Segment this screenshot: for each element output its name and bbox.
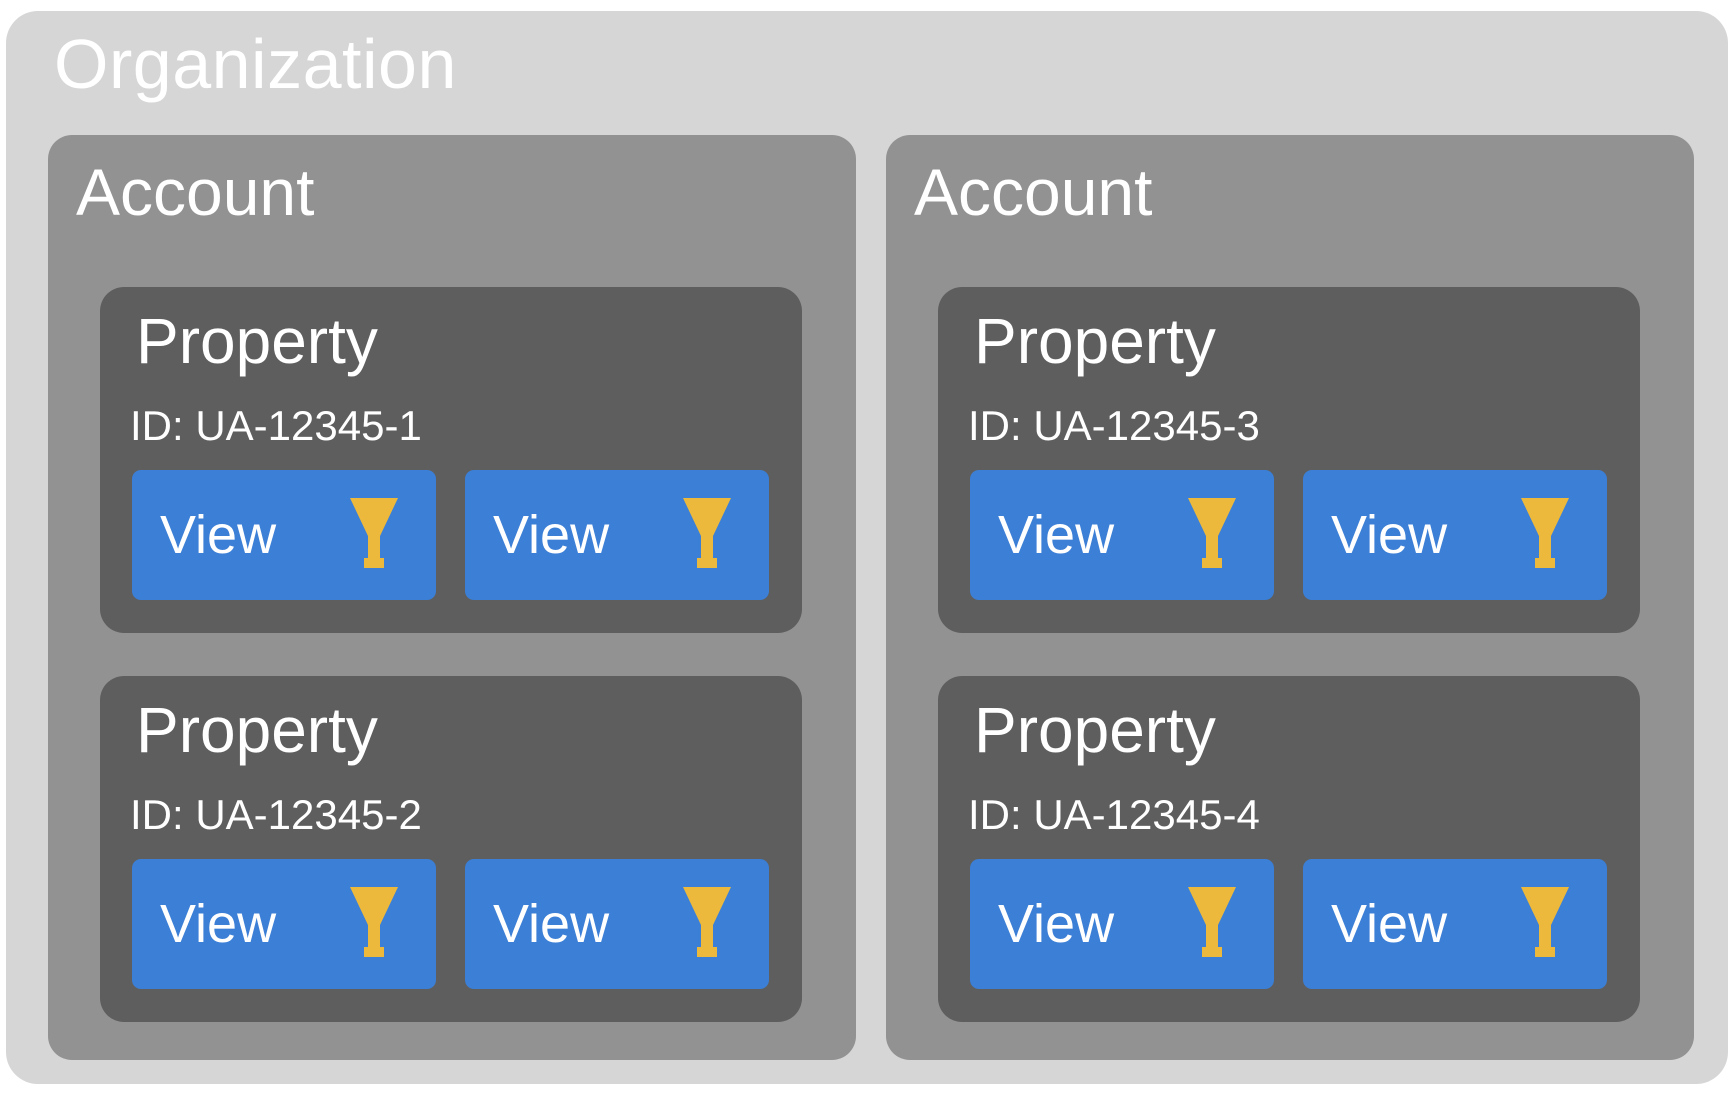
view-label: View xyxy=(160,505,277,565)
funnel-filter-icon xyxy=(1188,887,1236,957)
funnel-filter-icon xyxy=(350,887,398,957)
organization-title: Organization xyxy=(54,25,457,103)
property-ua-12345-2: Property ID: UA-12345-2 View View xyxy=(100,676,802,1022)
view-label: View xyxy=(1331,894,1448,954)
view-label: View xyxy=(493,894,610,954)
organization-container: Organization Account Property ID: UA-123… xyxy=(6,11,1728,1084)
funnel-filter-icon xyxy=(1521,498,1569,568)
view-label: View xyxy=(493,505,610,565)
account-title: Account xyxy=(914,155,1153,229)
view-button[interactable]: View xyxy=(132,859,436,989)
view-button[interactable]: View xyxy=(970,470,1274,600)
funnel-filter-icon xyxy=(350,498,398,568)
view-label: View xyxy=(998,505,1115,565)
view-button[interactable]: View xyxy=(465,470,769,600)
property-ua-12345-3: Property ID: UA-12345-3 View View xyxy=(938,287,1640,633)
view-button[interactable]: View xyxy=(1303,470,1607,600)
property-id: ID: UA-12345-2 xyxy=(130,791,422,838)
property-id: ID: UA-12345-1 xyxy=(130,402,422,449)
property-title: Property xyxy=(136,694,378,766)
account-1: Account Property ID: UA-12345-1 View Vie… xyxy=(48,135,856,1060)
view-label: View xyxy=(160,894,277,954)
account-title: Account xyxy=(76,155,315,229)
funnel-filter-icon xyxy=(1188,498,1236,568)
funnel-filter-icon xyxy=(683,498,731,568)
view-label: View xyxy=(998,894,1115,954)
property-id: ID: UA-12345-3 xyxy=(968,402,1260,449)
account-2: Account Property ID: UA-12345-3 View Vie… xyxy=(886,135,1694,1060)
funnel-filter-icon xyxy=(683,887,731,957)
property-title: Property xyxy=(974,694,1216,766)
view-label: View xyxy=(1331,505,1448,565)
funnel-filter-icon xyxy=(1521,887,1569,957)
view-button[interactable]: View xyxy=(465,859,769,989)
view-button[interactable]: View xyxy=(1303,859,1607,989)
property-id: ID: UA-12345-4 xyxy=(968,791,1260,838)
property-ua-12345-1: Property ID: UA-12345-1 View View xyxy=(100,287,802,633)
view-button[interactable]: View xyxy=(132,470,436,600)
property-title: Property xyxy=(136,305,378,377)
view-button[interactable]: View xyxy=(970,859,1274,989)
property-ua-12345-4: Property ID: UA-12345-4 View View xyxy=(938,676,1640,1022)
property-title: Property xyxy=(974,305,1216,377)
